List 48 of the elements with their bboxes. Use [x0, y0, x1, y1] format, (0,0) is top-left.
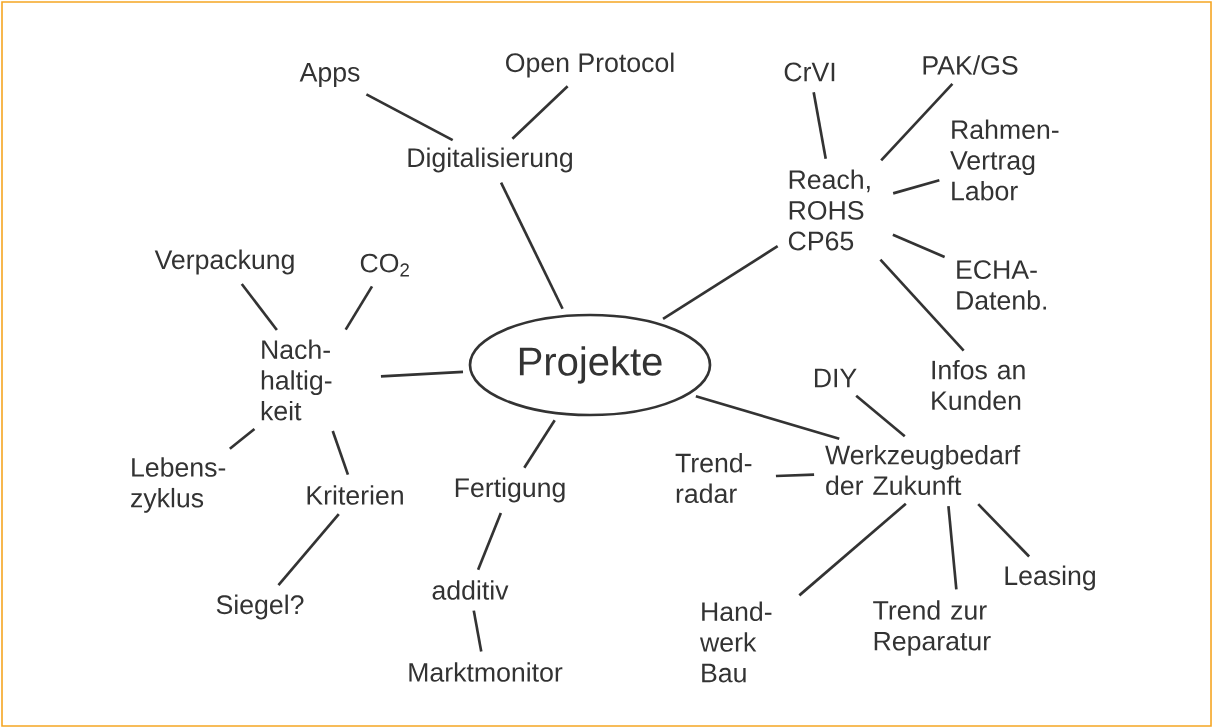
connector-line: [472, 610, 483, 652]
connector-line: [277, 513, 340, 587]
topic-text: Leasing: [1005, 565, 1095, 591]
connector-line: [380, 370, 464, 378]
connector-line: [812, 92, 828, 159]
topic-text: Infos an Kunden: [932, 359, 1025, 411]
topic-text: Kriterien: [307, 485, 403, 505]
topic-text: Werkzeugbedarf der Zukunft: [825, 444, 1021, 496]
connector-line: [523, 419, 556, 469]
topic-text: Apps: [299, 63, 360, 87]
topic-text: ECHA- Datenb.: [957, 260, 1046, 310]
topic-text: PAK/GS: [923, 55, 1018, 75]
topic-text: Reach, ROHS CP65: [788, 169, 870, 251]
connector-line: [947, 505, 958, 590]
topic-text: DIY: [815, 368, 857, 388]
connector-line: [775, 473, 815, 478]
connector-line: [476, 512, 503, 571]
connector-line: [662, 245, 779, 320]
connector-line: [499, 182, 564, 310]
connector-line: [892, 178, 940, 195]
topic-text: Rahmen- Vertrag Labor: [950, 119, 1059, 201]
topic-text: Lebens- zyklus: [131, 457, 226, 513]
connector-line: [880, 83, 954, 162]
topic-text: CrVI: [784, 62, 835, 82]
topic-text: Open Protocol: [506, 52, 674, 78]
topic-text: Fertigung: [455, 477, 565, 503]
connector-line: [879, 258, 965, 352]
topic-text: Trend zur Reparatur: [873, 600, 991, 656]
connector-line: [331, 430, 350, 476]
connector-line: [798, 502, 907, 597]
connector-line: [695, 395, 840, 440]
connector-line: [977, 503, 1031, 558]
connector-line: [511, 85, 569, 140]
topic-text: CO$_{2}$: [360, 253, 409, 277]
connector-line: [892, 233, 946, 259]
topic-text: Digitalisierung: [408, 147, 572, 173]
connector-line: [855, 394, 906, 438]
topic-text: Marktmonitor: [409, 662, 563, 682]
connector-line: [229, 427, 256, 450]
topic-text: Verpackung: [154, 249, 294, 275]
topic-text: Nach- haltig- keit: [261, 339, 332, 421]
connector-line: [344, 285, 374, 331]
topic-text: Siegel?: [216, 594, 304, 620]
connector-line: [365, 93, 454, 142]
topic-text: additiv: [432, 580, 509, 600]
topic-text: Hand- werk Bau: [699, 601, 772, 683]
connector-line: [240, 283, 278, 331]
topic-text: Trend- radar: [675, 452, 752, 504]
